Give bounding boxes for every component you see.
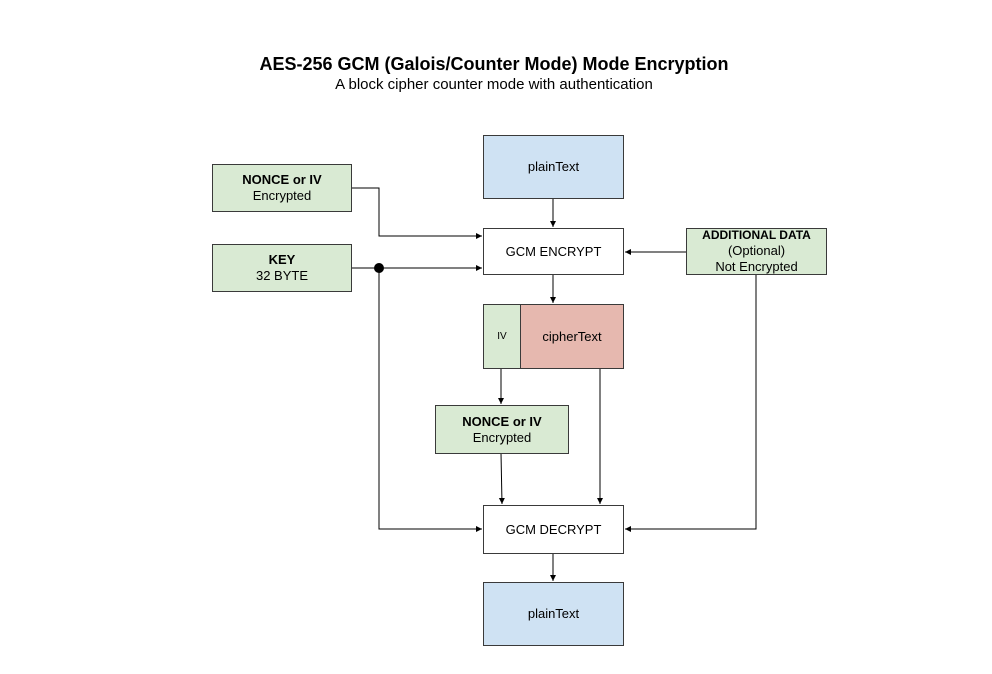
nonce-iv-output-box: NONCE or IV Encrypted — [435, 405, 569, 454]
arrow-nonce-to-encrypt — [352, 187, 482, 239]
additional-data-title: ADDITIONAL DATA — [702, 228, 811, 242]
additional-data-box: ADDITIONAL DATA (Optional) Not Encrypted — [686, 228, 827, 275]
iv-segment-box: IV — [483, 304, 521, 369]
nonce-iv-output-subtitle: Encrypted — [472, 429, 532, 445]
gcm-encrypt-label: GCM ENCRYPT — [505, 243, 602, 259]
key-box: KEY 32 BYTE — [212, 244, 352, 292]
nonce-iv-input-title: NONCE or IV — [242, 172, 322, 187]
diagram-title: AES-256 GCM (Galois/Counter Mode) Mode E… — [259, 54, 729, 74]
nonce-iv-input-box: NONCE or IV Encrypted — [212, 164, 352, 212]
key-size: 32 BYTE — [255, 268, 309, 283]
ciphertext-box: cipherText — [520, 304, 624, 369]
plaintext-output-box: plainText — [483, 582, 624, 646]
gcm-decrypt-label: GCM DECRYPT — [505, 521, 602, 537]
additional-data-optional: (Optional) — [727, 243, 786, 258]
gcm-encrypt-box: GCM ENCRYPT — [483, 228, 624, 275]
plaintext-input-box: plainText — [483, 135, 624, 199]
iv-segment-label: IV — [497, 330, 507, 342]
arrow-nonce-to-decrypt — [498, 452, 505, 505]
arrow-key-to-decrypt — [378, 268, 482, 532]
nonce-iv-output-title: NONCE or IV — [462, 413, 542, 429]
gcm-decrypt-box: GCM DECRYPT — [483, 505, 624, 554]
nonce-iv-input-subtitle: Encrypted — [252, 188, 312, 203]
diagram-subtitle: A block cipher counter mode with authent… — [335, 76, 653, 93]
plaintext-output-label: plainText — [527, 606, 580, 621]
ciphertext-label: cipherText — [542, 328, 602, 344]
key-title: KEY — [268, 252, 296, 267]
additional-data-not-encrypted: Not Encrypted — [715, 259, 798, 274]
plaintext-input-label: plainText — [527, 159, 580, 174]
key-junction-dot — [374, 263, 384, 273]
arrow-additional-to-decrypt — [625, 275, 757, 532]
